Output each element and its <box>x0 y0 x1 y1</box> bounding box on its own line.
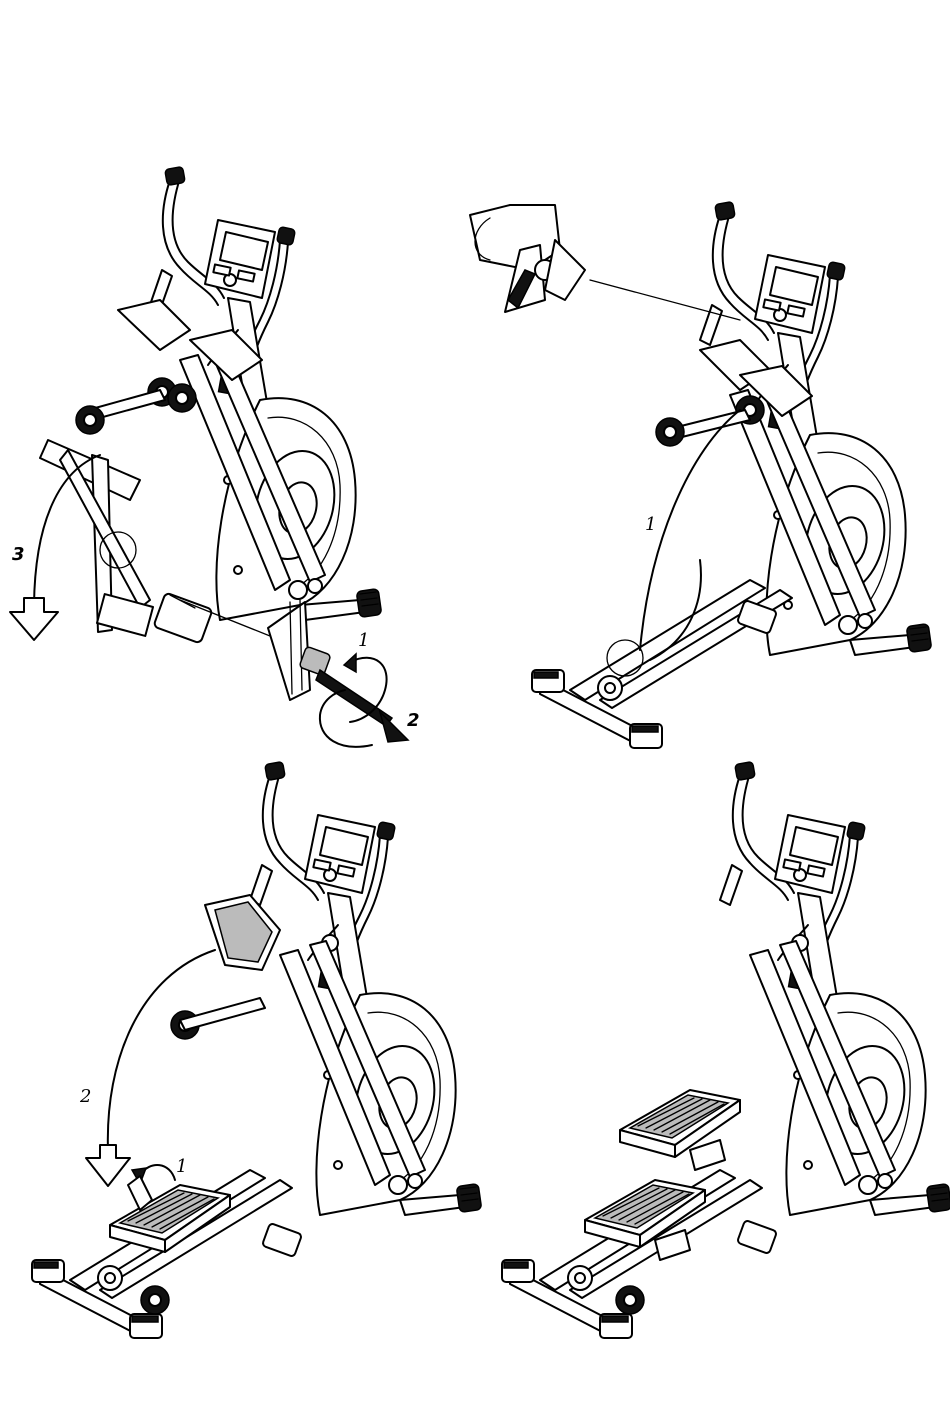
step-2-diagram: 1 <box>470 202 932 748</box>
step-2-arrow-1-label: 1 <box>645 514 656 535</box>
step-4-diagram <box>502 762 950 1338</box>
step-1-arrow-1-label: 1 <box>358 630 369 651</box>
step-3-arrow-2-label: 2 <box>79 1086 91 1107</box>
step-1-arrow-2-label: 2 <box>407 710 420 731</box>
step-1-arrow-3-label: 3 <box>12 544 25 565</box>
step-3-arrow-1-label: 1 <box>176 1156 187 1177</box>
step-3-diagram: 2 1 <box>32 762 482 1338</box>
step-1-diagram: 3 1 2 <box>10 167 420 747</box>
